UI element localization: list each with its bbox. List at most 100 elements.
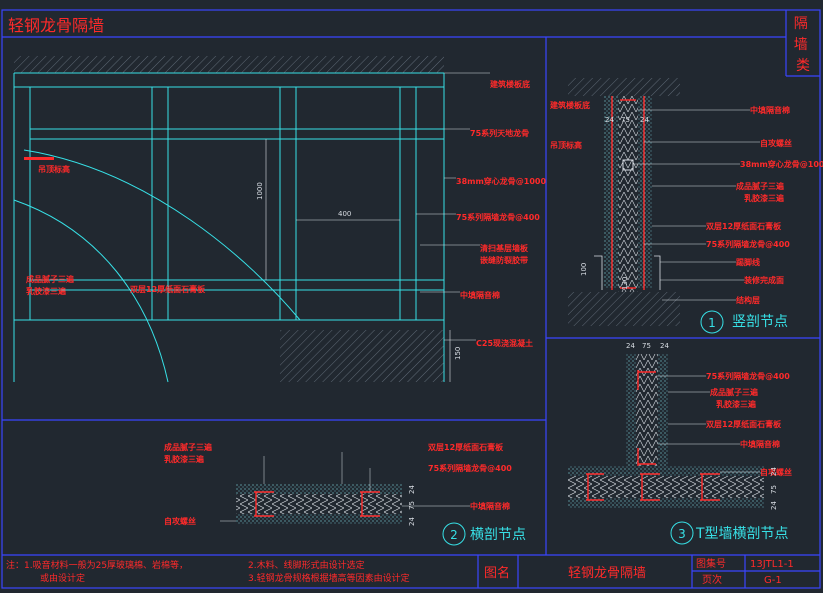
- note-line-4: 3.轻钢龙骨规格根据墙高等因素由设计定: [248, 572, 410, 584]
- label-concrete: C25现浇混凝土: [476, 338, 533, 348]
- s1-insulation: [618, 96, 638, 292]
- s2-label-screw: 自攻螺丝: [164, 516, 196, 526]
- s1-label-stud: 75系列隔墙龙骨@400: [706, 239, 790, 249]
- s3-label-paint: 乳胶漆三遍: [716, 399, 757, 409]
- s2-board-top: [236, 484, 402, 494]
- elevation-view: 1000 400 150 建筑楼板底 75系列天地龙骨 38mm穿心龙骨@100…: [13, 56, 547, 383]
- page-no: G-1: [764, 575, 782, 586]
- s2-number: 2: [450, 528, 458, 542]
- s1-label-structure: 结构层: [736, 295, 760, 305]
- s1-leaders: [633, 109, 760, 301]
- s3-dim-top-24b: 24: [660, 342, 669, 350]
- category-char-1: 隔: [794, 16, 808, 32]
- drawing-name: 轻钢龙骨隔墙: [568, 566, 646, 581]
- s1-label-slab: 建筑楼板底: [549, 100, 590, 110]
- s3-board-right: [658, 354, 668, 466]
- s3-label-stud: 75系列隔墙龙骨@400: [706, 371, 790, 381]
- s3-leaders: [656, 375, 760, 473]
- atlas-label: 图集号: [696, 557, 726, 570]
- s3-title: T型墙横剖节点: [695, 526, 789, 542]
- s1-dim-100: 100: [580, 263, 588, 276]
- s1-label-screw: 自攻螺丝: [760, 138, 792, 148]
- section2-view: 成品腻子三遍 乳胶漆三遍 双层12厚纸面石膏板 75系列隔墙龙骨@400 中填隔…: [164, 442, 526, 546]
- s3-dim-side-24b: 24: [770, 501, 778, 510]
- s1-label-skirting: 踢脚线: [736, 257, 760, 267]
- label-ceiling: 吊顶标高: [38, 164, 70, 174]
- s2-label-gypsum: 双层12厚纸面石膏板: [428, 442, 504, 452]
- s3-label-insulation: 中填隔音棉: [740, 439, 780, 449]
- s1-dim-24b: 24: [640, 116, 649, 124]
- note-line-3: 2.木料、线脚形式由设计选定: [248, 559, 365, 571]
- s1-label-putty: 成品腻子三遍: [736, 181, 785, 191]
- ceiling-slab: [14, 56, 444, 73]
- label-paint: 乳胶漆三遍: [26, 286, 67, 296]
- s2-label-paint: 乳胶漆三遍: [164, 454, 205, 464]
- s1-label-finish: 装修完成面: [743, 275, 784, 285]
- s1-dim-75: 75: [621, 116, 630, 124]
- s2-label-insulation: 中填隔音棉: [470, 501, 510, 511]
- s3-board-top: [568, 466, 764, 476]
- s1-dim-130: 130: [621, 277, 629, 290]
- s1-carrying: [622, 159, 634, 171]
- s1-skirting: [594, 255, 661, 290]
- s2-dim-24a: 24: [408, 485, 416, 494]
- dim-400: 400: [338, 210, 351, 218]
- s3-number: 3: [678, 527, 686, 541]
- label-slab-bottom: 建筑楼板底: [489, 79, 530, 89]
- title-block: 注：1.吸音材料一般为25厚玻璃棉、岩棉等， 或由设计定 2.木料、线脚形式由设…: [6, 557, 794, 586]
- category-char-3: 类: [796, 58, 810, 74]
- s3-insulation-v: [636, 354, 658, 466]
- label-tape: 嵌缝防裂胶带: [480, 255, 528, 265]
- label-stud: 75系列隔墙龙骨@400: [456, 212, 540, 222]
- s1-label-carrying: 38mm穿心龙骨@1000: [740, 159, 823, 169]
- s3-insulation-h: [568, 476, 764, 498]
- s1-label-insulation: 中填隔音棉: [750, 105, 790, 115]
- s1-number: 1: [708, 316, 716, 330]
- label-board: 清扫基层墙板: [480, 243, 529, 253]
- s3-board-left: [626, 354, 636, 466]
- page-label: 页次: [702, 573, 722, 586]
- s2-title: 横剖节点: [470, 527, 526, 543]
- s1-floor: [568, 292, 680, 326]
- s1-board-left: [604, 96, 618, 288]
- s3-dim-top-75: 75: [642, 342, 651, 350]
- s2-label-stud: 75系列隔墙龙骨@400: [428, 463, 512, 473]
- s1-label-ceiling: 吊顶标高: [550, 140, 582, 150]
- category-label: 隔 墙 类: [794, 16, 812, 74]
- s3-label-gypsum: 双层12厚纸面石膏板: [706, 419, 782, 429]
- s3-board-bottom: [568, 498, 764, 508]
- s1-number-circle: [700, 310, 724, 334]
- s3-label-screw: 自攻螺丝: [760, 467, 792, 477]
- note-line-1: 注：1.吸音材料一般为25厚玻璃棉、岩棉等，: [6, 559, 188, 571]
- label-putty: 成品腻子三遍: [26, 274, 75, 284]
- s3-number-circle: [670, 521, 694, 545]
- s2-label-putty: 成品腻子三遍: [164, 442, 213, 452]
- s1-title: 竖剖节点: [732, 314, 788, 330]
- dim-1000: 1000: [256, 182, 264, 200]
- s1-label-paint: 乳胶漆三遍: [744, 193, 785, 203]
- s2-dim-75: 75: [408, 501, 416, 510]
- label-carrying: 38mm穿心龙骨@1000: [456, 176, 547, 186]
- s2-board-bottom: [236, 514, 402, 524]
- section1-view: 建筑楼板底 吊顶标高 中填隔音棉 自攻螺丝 38mm穿心龙骨@1000 成品腻子…: [549, 78, 823, 334]
- s2-number-circle: [442, 522, 466, 546]
- sheet-frame: [1, 9, 821, 589]
- atlas-no: 13JTL1-1: [750, 559, 794, 570]
- s2-leaders: [220, 452, 470, 522]
- s3-dim-side-24a: 24: [770, 467, 778, 476]
- ceiling-line: [24, 157, 54, 160]
- s3-dim-side-75: 75: [770, 485, 778, 494]
- dim-150: 150: [454, 347, 462, 360]
- s1-board-right: [638, 96, 652, 288]
- floor-concrete: [280, 330, 444, 382]
- s1-studs: [611, 96, 645, 290]
- s1-label-gypsum: 双层12厚纸面石膏板: [706, 221, 782, 231]
- note-line-2: 或由设计定: [40, 572, 85, 584]
- elevation-leaders: [416, 72, 490, 341]
- s2-dim-24b: 24: [408, 517, 416, 526]
- elevation-dims: [265, 139, 451, 382]
- label-insulation: 中填隔音棉: [460, 290, 500, 300]
- label-track: 75系列天地龙骨: [470, 128, 529, 138]
- sheet-title: 轻钢龙骨隔墙: [8, 16, 104, 35]
